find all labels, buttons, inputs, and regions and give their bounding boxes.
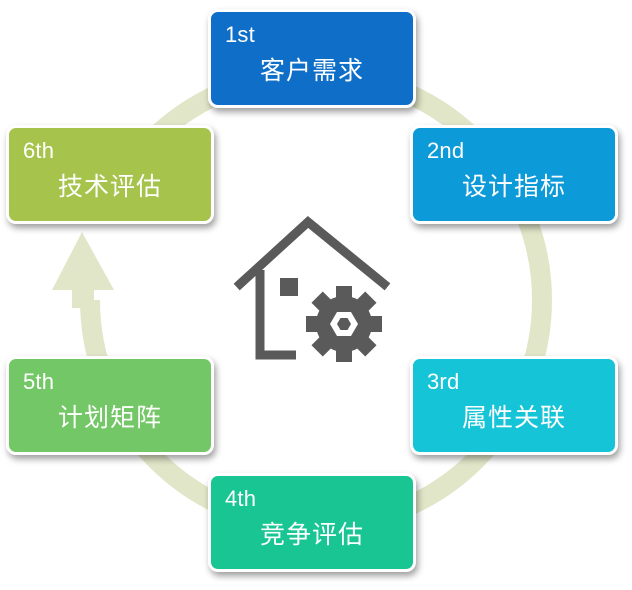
step-4-order: 4th bbox=[225, 486, 257, 511]
step-1-box: 1st 客户需求 bbox=[208, 9, 416, 108]
step-3-box: 3rd 属性关联 bbox=[410, 356, 618, 455]
step-4-label: 竞争评估 bbox=[259, 520, 364, 549]
house-gear-icon bbox=[233, 216, 391, 362]
step-3-order: 3rd bbox=[427, 369, 460, 394]
step-2-label: 设计指标 bbox=[461, 172, 566, 201]
step-6-order: 6th bbox=[23, 138, 55, 163]
step-5-box: 5th 计划矩阵 bbox=[6, 356, 214, 455]
step-5-order: 5th bbox=[23, 369, 55, 394]
step-2-order: 2nd bbox=[427, 138, 465, 163]
ring-arrow-stem bbox=[72, 288, 94, 308]
ring-arrowhead bbox=[52, 232, 114, 290]
step-4-box: 4th 竞争评估 bbox=[208, 473, 416, 572]
step-5-label: 计划矩阵 bbox=[57, 403, 162, 432]
step-3-label: 属性关联 bbox=[461, 403, 566, 432]
step-1-label: 客户需求 bbox=[259, 56, 364, 85]
step-2-box: 2nd 设计指标 bbox=[410, 125, 618, 224]
step-6-box: 6th 技术评估 bbox=[6, 125, 214, 224]
step-6-label: 技术评估 bbox=[57, 172, 162, 201]
step-1-order: 1st bbox=[225, 22, 255, 47]
